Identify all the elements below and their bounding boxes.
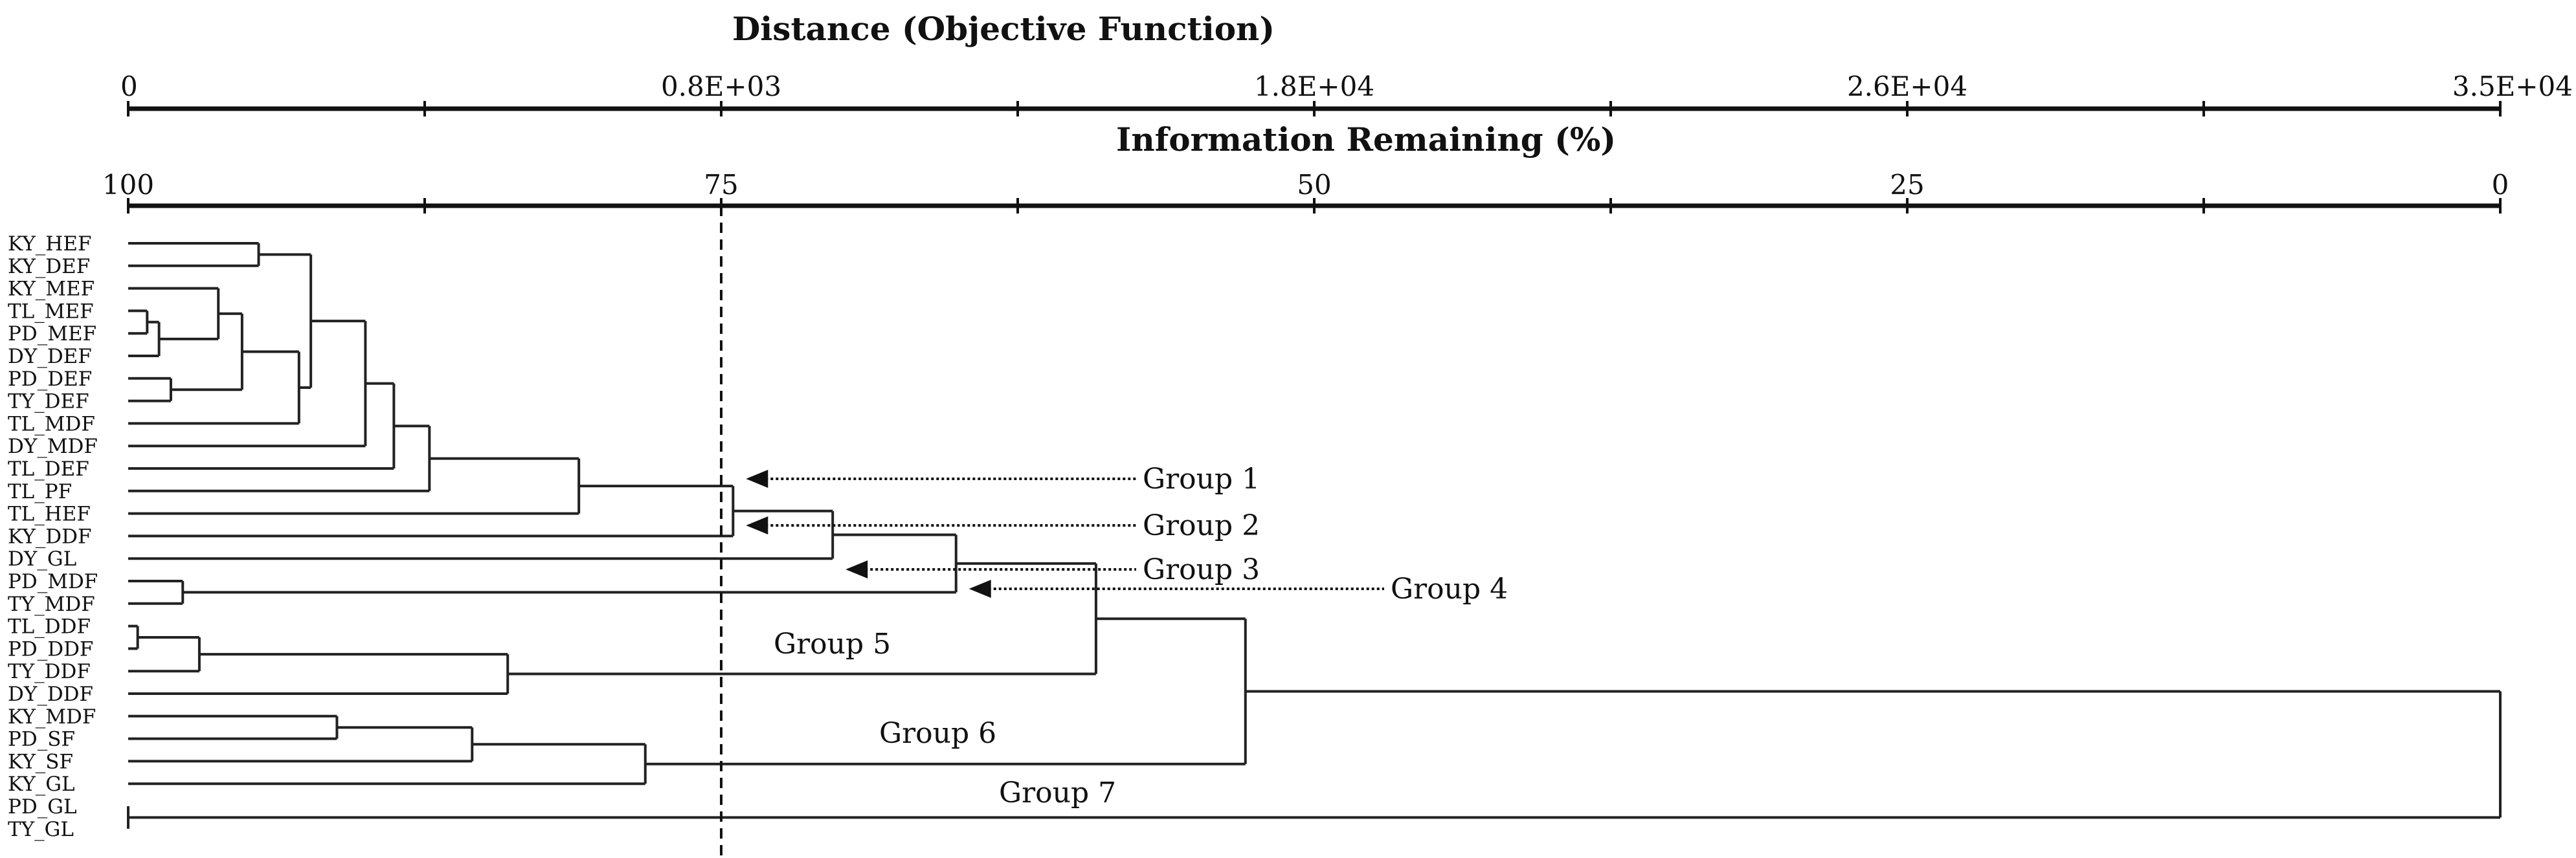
leaf-label: PD_DEF [8,368,92,391]
leaf-label: KY_HEF [8,232,91,256]
bottom-axis-tick-label: 0 [2492,169,2509,201]
top-axis-title: Distance (Objective Function) [732,10,1275,48]
top-axis-tick-label: 2.6E+04 [1847,71,1967,102]
leaf-label: PD_MDF [8,570,98,593]
leaf-label: KY_SF [8,750,73,773]
leaf-label: TL_HEF [8,503,91,526]
leaf-label: PD_SF [8,728,75,751]
group-label: Group 2 [1143,509,1260,542]
group-arrowhead [846,560,868,578]
group-label: Group 7 [999,776,1116,809]
top-axis-tick-label: 0.8E+03 [661,71,781,102]
leaf-label: TY_DEF [8,390,89,413]
leaf-labels: KY_HEFKY_DEFKY_MEFTL_MEFPD_MEFDY_DEFPD_D… [8,232,98,841]
leaf-label: TY_GL [8,818,74,841]
leaf-label: DY_DEF [8,345,92,368]
leaf-label: TY_MDF [8,593,95,616]
bottom-axis-tick-label: 25 [1890,169,1924,201]
leaf-label: KY_MDF [8,705,96,729]
leaf-label: DY_DDF [8,683,93,706]
top-axis-tick-label: 3.5E+04 [2452,71,2573,102]
group-label: Group 4 [1391,573,1508,606]
leaf-label: TL_MEF [8,300,94,323]
leaf-label: TY_DDF [8,660,91,683]
top-axis-ticks: 0 0.8E+03 1.8E+04 2.6E+04 3.5E+04 [120,71,2573,116]
group-arrowhead [969,580,991,598]
leaf-label: DY_MDF [8,435,98,458]
group-label: Group 5 [774,628,891,661]
leaf-label: PD_GL [8,795,77,819]
group-label: Group 6 [879,717,996,750]
bottom-axis-tick-label: 100 [102,169,154,201]
leaf-label: PD_MEF [8,322,96,346]
group-label: Group 1 [1143,463,1260,496]
top-axis-tick-label: 0 [120,71,138,102]
group-arrowhead [746,470,768,488]
bottom-axis-tick-label: 50 [1297,169,1331,201]
leaf-label: KY_DEF [8,255,90,278]
group-label: Group 3 [1143,553,1260,586]
leaf-label: KY_GL [8,773,75,796]
group-arrowhead [746,516,768,534]
leaf-label: KY_MEF [8,278,95,301]
top-axis-tick-label: 1.8E+04 [1254,71,1374,102]
leaf-label: DY_GL [8,547,76,571]
leaf-label: PD_DDF [8,637,93,661]
leaf-label: TL_PF [8,480,72,503]
leaf-label: TL_DDF [8,615,91,639]
bottom-axis-title: Information Remaining (%) [1116,120,1616,159]
bottom-axis-tick-label: 75 [704,169,738,201]
dendrogram-branches [127,242,2502,829]
group-annotations: Group 1 Group 2 Group 3 Group 4 Group 5 Group… [746,463,1508,809]
leaf-label: KY_DDF [8,525,92,548]
leaf-label: TL_MDF [8,412,95,435]
leaf-label: TL_DEF [8,457,89,481]
bottom-axis-ticks: 100 75 50 25 0 [102,169,2509,214]
